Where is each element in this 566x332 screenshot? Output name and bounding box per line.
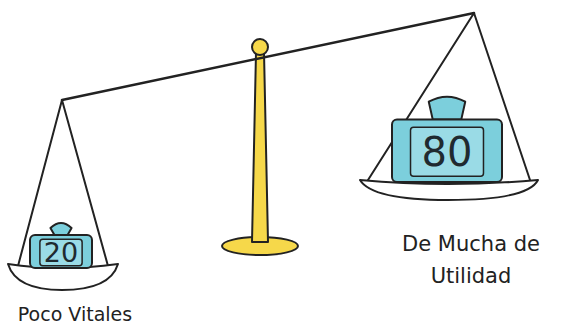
weight-number: 80 — [390, 129, 504, 175]
scale-pivot — [252, 39, 268, 55]
weight-knob — [50, 223, 71, 235]
scale-pole — [252, 52, 268, 242]
weight-block: 80 — [390, 92, 504, 184]
pan-caption: De Mucha de Utilidad — [382, 228, 560, 292]
weight-block: 20 — [28, 220, 94, 270]
scale-beam — [62, 13, 474, 100]
pan-caption: Poco Vitales — [0, 302, 150, 326]
weight-number: 20 — [28, 237, 94, 268]
weight-knob — [429, 97, 465, 120]
